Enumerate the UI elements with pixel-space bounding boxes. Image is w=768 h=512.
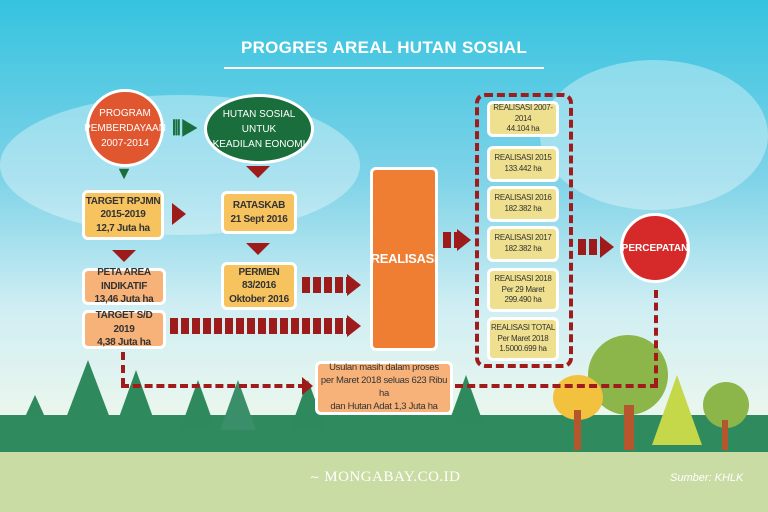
dashed-connector (121, 384, 306, 388)
pine-tree (180, 380, 216, 430)
pine-tree (66, 360, 110, 418)
item-line: REALISASI TOTAL (491, 322, 555, 332)
tree-trunk (574, 410, 581, 450)
logo-text: MONGABAY.CO.ID (324, 469, 461, 485)
source-label: Sumber: KHLK (670, 472, 744, 484)
tree-trunk (722, 420, 728, 450)
item-line: REALISASI 2016 (494, 193, 552, 203)
arrow-right-icon (172, 203, 186, 225)
tree-trunk (624, 405, 634, 450)
page-title: PROGRES AREAL HUTAN SOSIAL (240, 38, 528, 57)
box-line: PERMEN (238, 266, 280, 278)
box-line: 21 Sept 2016 (230, 213, 288, 225)
box-line: per Maret 2018 seluas 623 Ribu ha (320, 375, 448, 399)
realisasi-label: REALISASI (370, 251, 438, 267)
box-line: dan Hutan Adat 1,3 Juta ha (330, 400, 438, 412)
item-line: 44.104 ha (506, 124, 540, 134)
hutan-line: KEADILAN EONOMI (212, 138, 306, 150)
usulan-box: Usulan masih dalam proses per Maret 2018… (315, 361, 453, 415)
permen-box: PERMEN 83/2016 Oktober 2016 (221, 262, 297, 310)
arrow-right-icon (347, 315, 361, 337)
dashed-connector (654, 290, 658, 386)
target-rpjmn-box: TARGET RPJMN 2015-2019 12,7 Juta ha (82, 190, 164, 240)
footer-band (0, 452, 768, 512)
realisasi-box: REALISASI (370, 167, 438, 351)
program-circle: PROGRAM PEMBERDAYAAN 2007-2014 (84, 89, 166, 167)
item-line: REALISASI 2017 (494, 233, 552, 243)
item-line: REALISASI 2015 (494, 153, 552, 163)
hutan-sosial-ellipse: HUTAN SOSIAL UNTUK KEADILAN EONOMI (204, 94, 314, 164)
hutan-line: HUTAN SOSIAL UNTUK (222, 108, 296, 135)
box-line: PETA AREA INDIKATIF (97, 267, 151, 292)
box-line: Usulan masih dalam proses (329, 362, 439, 374)
cloud (540, 60, 768, 210)
arrow-right-icon (347, 274, 361, 296)
box-line: TARGET RPJMN (85, 195, 161, 207)
pine-tree (652, 375, 702, 445)
arrow-down-icon (112, 250, 136, 262)
dashed-connector (121, 352, 125, 386)
arrow-right-icon (457, 229, 471, 251)
title-underline (224, 67, 544, 69)
lizard-icon: ∼ (309, 470, 321, 484)
mongabay-logo: ∼ MONGABAY.CO.ID (250, 469, 520, 486)
rataskab-box: RATASKAB 21 Sept 2016 (221, 191, 297, 234)
realisasi-group (475, 93, 573, 368)
dashed-arrow (578, 239, 600, 255)
arrow-down-icon (246, 243, 270, 255)
program-line: PROGRAM (99, 107, 151, 119)
pine-tree (220, 380, 256, 430)
ground (0, 415, 768, 452)
pine-tree (448, 375, 484, 425)
box-line: RATASKAB (232, 200, 286, 211)
arrow-right-icon (600, 236, 614, 258)
item-line: 1.5000.699 ha (499, 344, 547, 354)
box-line: TARGET S/D 2019 (95, 310, 153, 335)
item-line: Per 29 Maret (501, 284, 545, 294)
item-line: 182.382 ha (504, 244, 542, 253)
box-line: 4,38 Juta ha (97, 337, 151, 349)
target-sd-box: TARGET S/D 2019 4,38 Juta ha (82, 310, 166, 349)
dashed-arrow (302, 277, 347, 293)
arrow-right-icon: ⦀▶ (172, 118, 199, 140)
dashed-arrow (443, 232, 457, 248)
box-line: 2015-2019 (100, 209, 146, 221)
box-line: 83/2016 (241, 280, 277, 292)
item-line: 299.490 ha (504, 295, 542, 305)
item-line: REALISASI 2018 (494, 273, 552, 283)
item-line: 182.382 ha (504, 204, 542, 213)
program-line: 2007-2014 (101, 137, 149, 149)
box-line: 13,46 Juta ha (94, 294, 154, 306)
arrow-right-icon (302, 377, 313, 395)
item-line: REALISASI 2007-2014 (493, 102, 553, 123)
box-line: Oktober 2016 (229, 293, 289, 305)
dashed-arrow (170, 318, 347, 334)
percepatan-circle: PERCEPATAN (620, 213, 690, 283)
item-line: 133.442 ha (504, 164, 542, 173)
arrow-down-icon (246, 166, 270, 178)
box-line: 12,7 Juta ha (96, 222, 150, 234)
arrow-down-icon: ▼ (115, 163, 133, 183)
program-line: PEMBERDAYAAN (84, 122, 166, 134)
dashed-connector (455, 384, 658, 388)
peta-box: PETA AREA INDIKATIF 13,46 Juta ha (82, 267, 166, 306)
percepatan-label: PERCEPATAN (621, 242, 689, 254)
item-line: Per Maret 2018 (497, 333, 549, 343)
pine-tree (25, 395, 45, 417)
